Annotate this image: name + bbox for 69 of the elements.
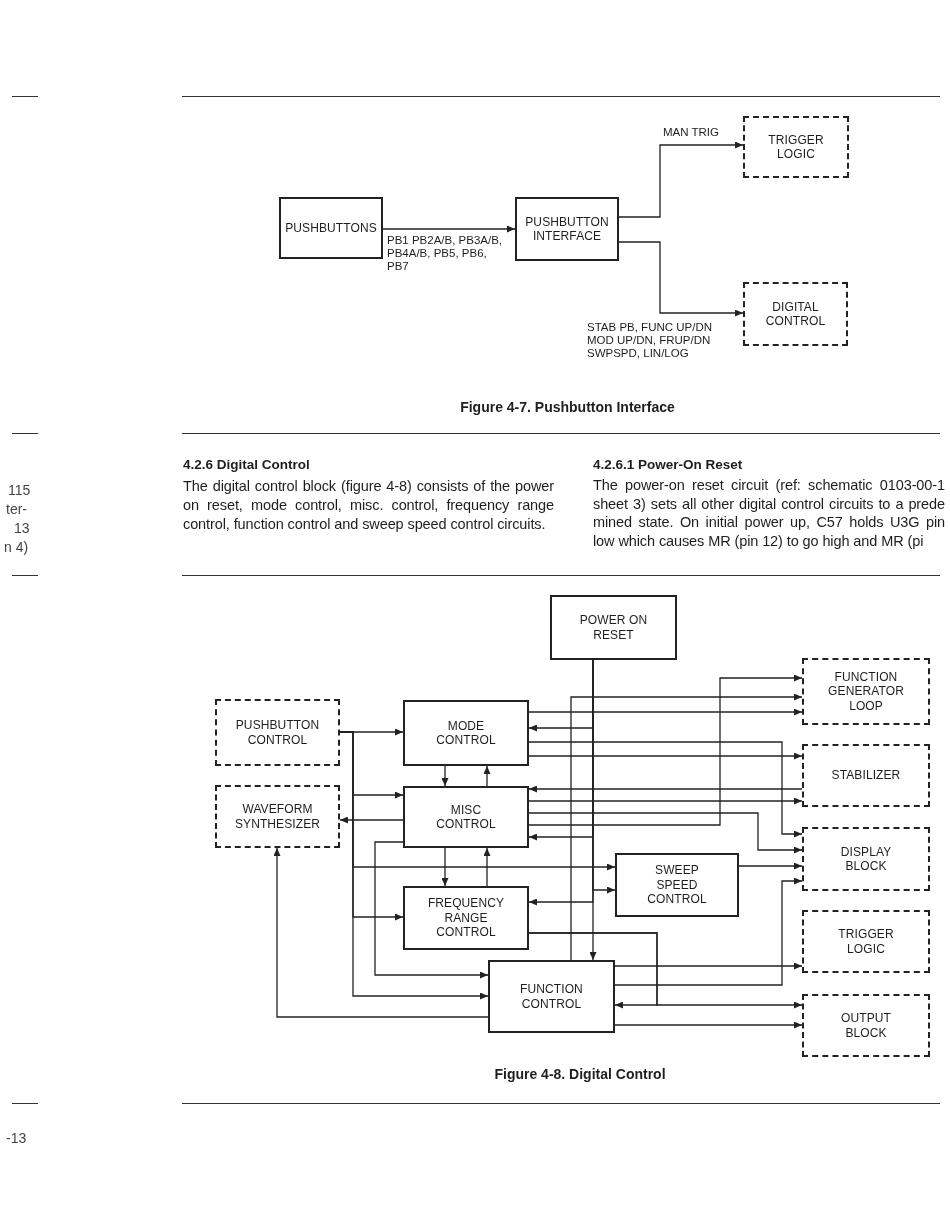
dashed-process-box xyxy=(802,910,930,973)
block-label: MODE CONTROL xyxy=(435,718,497,748)
connector-arrow xyxy=(528,932,803,1009)
process-box xyxy=(403,886,529,950)
connector-arrow xyxy=(528,752,803,760)
connector-arrow xyxy=(614,962,803,970)
block-label: FREQUENCY RANGE CONTROL xyxy=(426,896,506,940)
connector-arrow xyxy=(273,847,489,1018)
connector-arrow xyxy=(589,659,597,961)
connector-arrow xyxy=(738,862,803,870)
process-box xyxy=(550,595,677,660)
connector-arrow xyxy=(339,816,404,824)
connector-arrow xyxy=(528,708,803,716)
block-label: PUSHBUTTON CONTROL xyxy=(234,718,321,747)
dashed-process-box xyxy=(215,785,340,848)
connector-arrow xyxy=(614,1021,803,1029)
block-label: PUSHBUTTON INTERFACE xyxy=(524,214,610,244)
dashed-process-box xyxy=(802,827,930,891)
connector-arrow xyxy=(614,877,803,986)
block-label: DIGITAL CONTROL xyxy=(764,299,827,329)
block-label: STABILIZER xyxy=(830,768,902,783)
block-label: OUTPUT BLOCK xyxy=(840,1011,892,1040)
block-label: MISC CONTROL xyxy=(435,802,497,832)
process-box xyxy=(488,960,615,1033)
figure-caption: Figure 4-8. Digital Control xyxy=(493,1066,667,1083)
connector-arrow xyxy=(528,741,803,838)
block-label: POWER ON RESET xyxy=(578,613,649,642)
margin-text: ter- xyxy=(6,500,28,519)
process-box xyxy=(279,197,383,259)
dashed-process-box xyxy=(743,116,849,178)
connector-arrow xyxy=(483,847,491,887)
block-label: TRIGGER LOGIC xyxy=(837,927,895,956)
connector-arrow xyxy=(618,141,744,218)
figure-caption: Figure 4-7. Pushbutton Interface xyxy=(459,399,676,416)
page-number: -13 xyxy=(6,1130,28,1147)
block-label: FUNCTION CONTROL xyxy=(519,982,584,1011)
connector-arrow xyxy=(441,847,449,887)
connector-arrow xyxy=(441,765,449,787)
connector-arrow xyxy=(618,241,744,317)
dashed-process-box xyxy=(215,699,340,766)
block-label: TRIGGER LOGIC xyxy=(767,132,825,162)
process-box xyxy=(403,786,529,848)
connector-arrow xyxy=(570,693,803,961)
connector-arrow xyxy=(528,674,803,826)
dashed-process-box xyxy=(743,282,848,346)
process-box xyxy=(515,197,619,261)
block-label: SWEEP SPEED CONTROL xyxy=(646,863,708,907)
connector-arrow xyxy=(528,812,803,854)
connector-arrow xyxy=(374,841,489,979)
dashed-process-box xyxy=(802,994,930,1057)
block-label: PUSHBUTTONS xyxy=(284,220,378,236)
body-paragraph: The digital control block (figure 4-8) consists of the power on reset, mode control, misc. control, frequency range control, function control and sweep speed control circuits. xyxy=(183,477,554,534)
dashed-process-box xyxy=(802,658,930,725)
connector-arrow xyxy=(528,785,803,793)
process-box xyxy=(403,700,529,766)
block-label: FUNCTION GENERATOR LOOP xyxy=(827,669,905,714)
section-heading: 4.2.6 Digital Control xyxy=(183,456,311,473)
margin-text: n 4) xyxy=(4,538,30,557)
dashed-process-box xyxy=(802,744,930,807)
section-heading: 4.2.6.1 Power-On Reset xyxy=(593,456,744,473)
connector-arrow xyxy=(382,225,516,233)
connector-arrow xyxy=(528,797,803,805)
connector-arrow xyxy=(483,765,491,787)
margin-text: 115 xyxy=(8,481,32,500)
block-label: WAVEFORM SYNTHESIZER xyxy=(233,802,322,831)
process-box xyxy=(615,853,739,917)
body-paragraph: The power-on reset circuit (ref: schematic 0103-00-1 sheet 3) sets all other digital control circuits to a prede mined state. On initial power up, C57 holds U3G pin low which causes MR (pin 12) to go high and MR (pi xyxy=(593,476,945,550)
block-label: DISPLAY BLOCK xyxy=(839,844,893,874)
margin-text: 13 xyxy=(14,519,31,538)
